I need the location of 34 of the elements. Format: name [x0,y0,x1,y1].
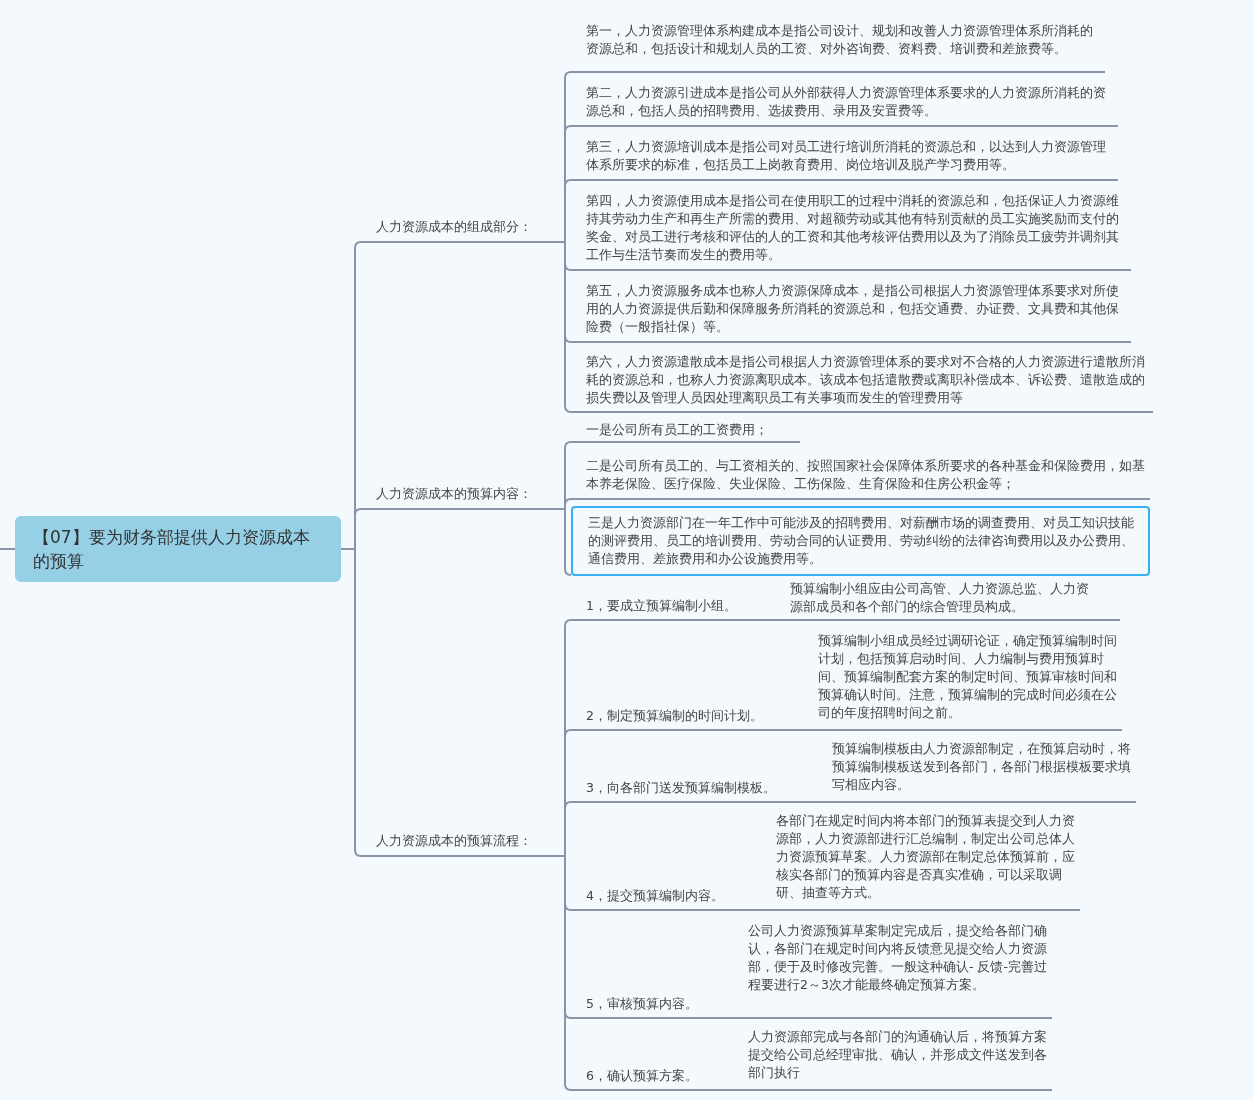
topic-text: 第五，人力资源服务成本也称人力资源保障成本，是指公司根据人力资源管理体系要求对所使用的人力资源提供后勤和保障服务所消耗的资源总和，包括交通费、办证费、文具费和其他保险费（一般指社保）等。 [586,282,1120,336]
branch-connector [564,508,572,576]
branch-connector [0,548,16,550]
topic-text: 第二，人力资源引进成本是指公司从外部获得人力资源管理体系要求的人力资源所消耗的资源总和，包括人员的招聘费用、选拔费用、录用及安置费等。 [586,84,1107,120]
step-label: 6，确认预算方案。 [586,1067,698,1085]
step-label: 3，向各部门送发预算编制模板。 [586,779,776,797]
step-description: 人力资源部完成与各部门的沟通确认后，将预算方案提交给公司总经理审批、确认，并形成文件送发到各部门执行 [748,1028,1048,1082]
step-description: 预算编制模板由人力资源部制定，在预算启动时，将预算编制模板送发到各部门，各部门根据模板要求填写相应内容。 [832,740,1132,794]
topic-text: 人力资源成本的预算内容： [376,485,532,503]
step-label: 1，要成立预算编制小组。 [586,597,737,615]
step-description: 公司人力资源预算草案制定完成后，提交给各部门确认，各部门在规定时间内将反馈意见提交给人力资源部，便于及时修改完善。一般这种确认- 反馈-完善过程要进行2～3次才能最终确定预算方案。 [748,922,1048,994]
step-description: 各部门在规定时间内将本部门的预算表提交到人力资源部，人力资源部进行汇总编制，制定出公司总体人力资源预算草案。人力资源部在制定总体预算前，应核实各部门的预算内容是否真实准确，可以采取调研、抽查等方式。 [776,812,1076,902]
branch-connector [564,855,572,1091]
topic-text: 第六，人力资源遣散成本是指公司根据人力资源管理体系的要求对不合格的人力资源进行遣散所消耗的资源总和，也称人力资源离职成本。该成本包括遣散费或离职补偿成本、诉讼费、遣散造成的损失费以及管理人员因处理离职员工有关事项而发生的管理费用等 [586,353,1146,407]
branch-connector [564,801,572,857]
topic-text: 第四，人力资源使用成本是指公司在使用职工的过程中消耗的资源总和，包括保证人力资源维持其劳动力生产和再生产所需的费用、对超额劳动或其他有特别贡献的员工实施奖励而支付的奖金、对员工进行考核和评估的人的工资和其他考核评估费用以及为了消除员工疲劳并调剂其工作与生活节奏而发生的费用等。 [586,192,1120,264]
topic-text: 人力资源成本的预算流程： [376,832,532,850]
step-description: 预算编制小组成员经过调研论证，确定预算编制时间计划，包括预算启动时间、人力编制与费用预算时间、预算编制配套方案的制定时间、预算审核时间和预算确认时间。注意，预算编制的完成时间必须在公司的年度招聘时间之前。 [818,632,1118,722]
branch-connector [564,179,572,243]
step-label: 2，制定预算编制的时间计划。 [586,707,763,725]
topic-title: 【07】要为财务部提供人力资源成本的预算 [33,526,311,573]
step-label: 4，提交预算编制内容。 [586,887,724,905]
step-label: 5，审核预算内容。 [586,995,698,1013]
branch-connector [564,241,572,413]
step-description: 预算编制小组应由公司高管、人力资源总监、人力资源部成员和各个部门的综合管理员构成。 [790,580,1090,616]
topic-text: 二是公司所有员工的、与工资相关的、按照国家社会保障体系所要求的各种基金和保险费用，如基本养老保险、医疗保险、失业保险、工伤保险、生育保险和住房公积金等； [586,456,1146,493]
topic-text: 第一，人力资源管理体系构建成本是指公司设计、规划和改善人力资源管理体系所消耗的资源总和，包括设计和规划人员的工资、对外咨询费、资料费、培训费和差旅费等。 [586,22,1094,58]
branch-connector [340,548,363,857]
selected-subtopic [571,506,1150,576]
central-topic [15,516,341,582]
topic-text: 三是人力资源部门在一年工作中可能涉及的招聘费用、对薪酬市场的调查费用、对员工知识技能的测评费用、员工的培训费用、劳动合同的认证费用、劳动纠纷的法律咨询费用以及办公费用、通信费用、差旅费用和办公设施费用等。 [588,514,1135,568]
topic-text: 第三，人力资源培训成本是指公司对员工进行培训所消耗的资源总和，以达到人力资源管理体系所要求的标准，包括员工上岗教育费用、岗位培训及脱产学习费用等。 [586,138,1107,174]
topic-text: 一是公司所有员工的工资费用； [586,421,768,439]
topic-text: 人力资源成本的组成部分： [376,218,532,236]
